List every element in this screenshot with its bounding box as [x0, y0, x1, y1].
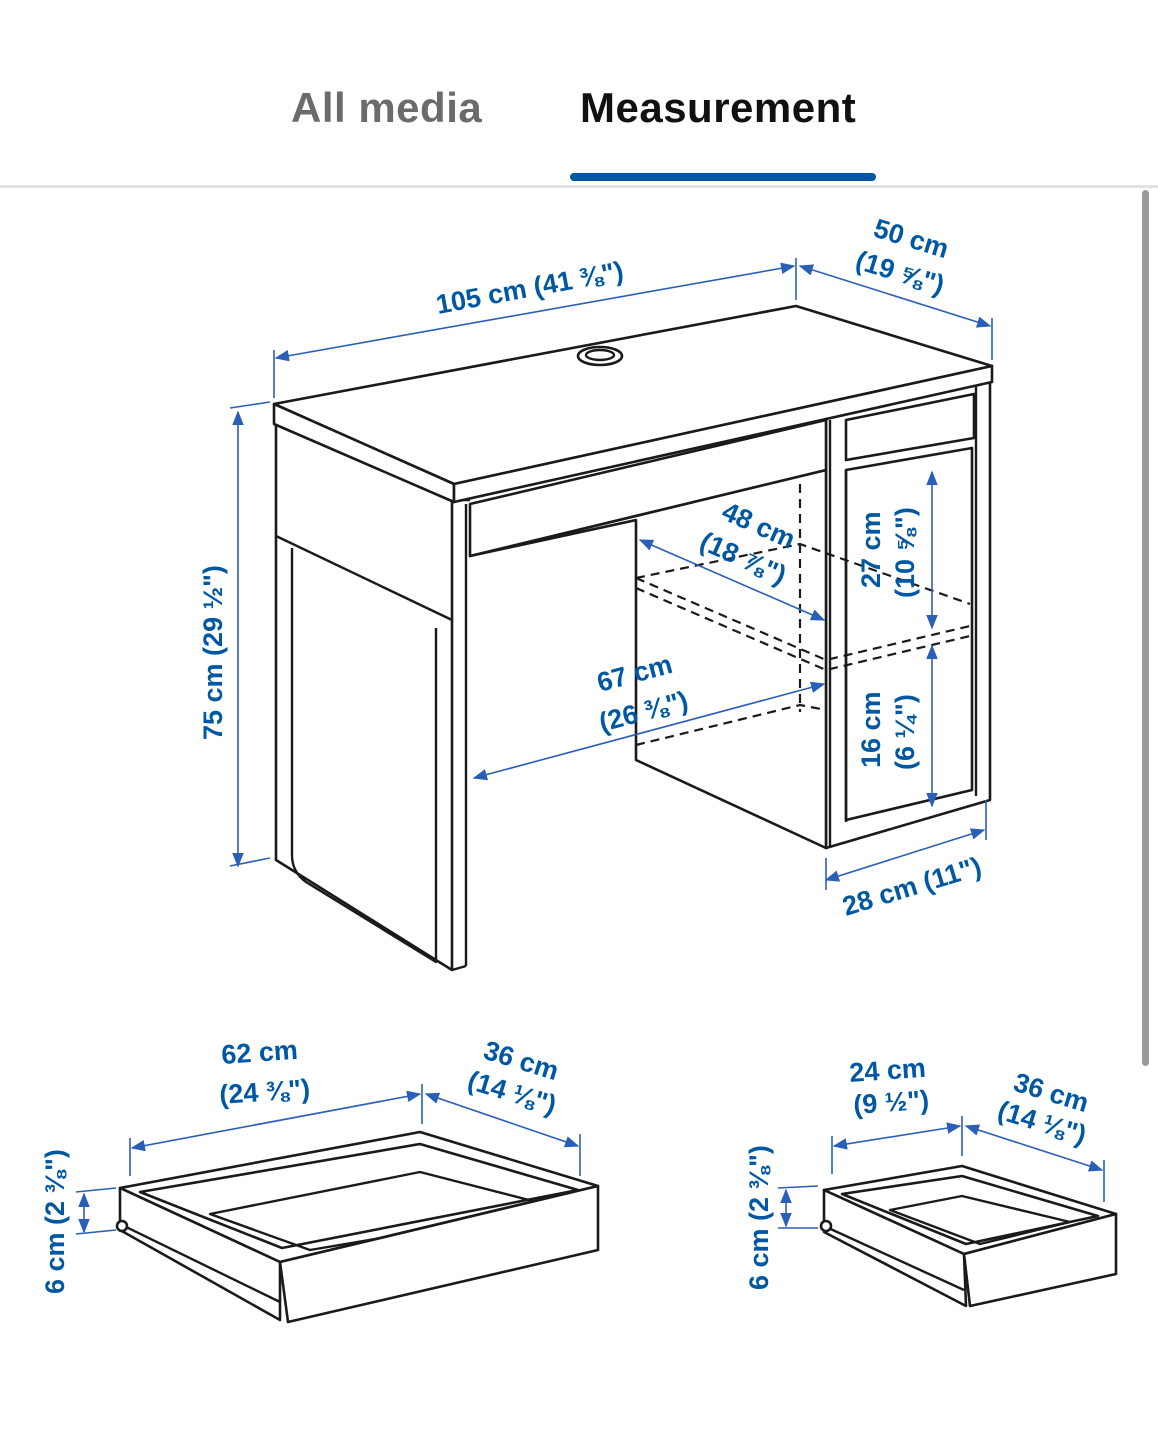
lower-shelf-cm-label: 16 cm — [856, 691, 886, 768]
small-drawer-height-label: 6 cm (2 ⅜") — [744, 1145, 774, 1290]
small-drawer-width-cm-label: 24 cm — [848, 1053, 926, 1088]
large-drawer-width-in-label: (24 ⅜") — [218, 1074, 311, 1110]
desk-width-label: 105 cm (41 ⅜") — [434, 256, 626, 320]
cabinet-width-label: 28 cm (11") — [839, 851, 985, 922]
tab-all-media[interactable]: All media — [291, 84, 483, 131]
large-drawer-width-cm-label: 62 cm — [220, 1035, 298, 1070]
lower-shelf-in-label: (6 ¼") — [890, 694, 920, 770]
upper-shelf-in-label: (10 ⅝") — [890, 507, 920, 598]
desk-height-label: 75 cm (29 ½") — [198, 565, 228, 740]
tab-active-indicator — [570, 173, 876, 181]
small-drawer-dimension-lines — [777, 1116, 1105, 1229]
scrollbar[interactable] — [1142, 190, 1149, 1066]
large-drawer-dimension-lines — [75, 1084, 581, 1235]
upper-shelf-cm-label: 27 cm — [856, 511, 886, 588]
desk-dimension-lines — [229, 258, 993, 890]
desk-illustration — [272, 304, 994, 972]
large-drawer-illustration — [115, 1130, 600, 1324]
tab-measurement[interactable]: Measurement — [580, 84, 857, 131]
small-drawer-width-in-label: (9 ½") — [852, 1085, 930, 1120]
tab-bar: All media Measurement — [0, 0, 1158, 188]
small-drawer-illustration — [819, 1164, 1118, 1308]
large-drawer-height-label: 6 cm (2 ⅜") — [40, 1149, 70, 1294]
